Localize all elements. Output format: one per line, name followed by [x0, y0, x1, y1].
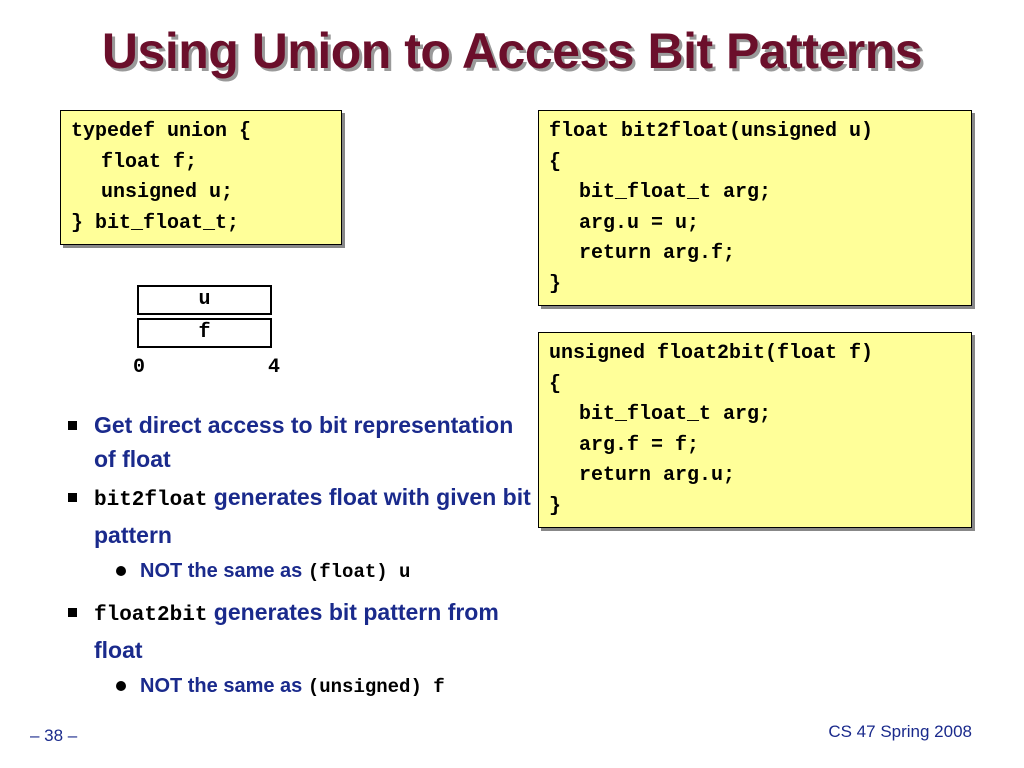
- code-line: arg.f = f;: [579, 433, 700, 457]
- sub-bullet-item: NOT the same as (unsigned) f: [68, 671, 538, 702]
- offset-start-label: 0: [133, 356, 146, 379]
- code-line: unsigned u;: [101, 181, 234, 204]
- code-line: arg.u = u;: [579, 211, 700, 235]
- float2bit-code-box: unsigned float2bit(float f) { bit_float_…: [538, 332, 972, 528]
- offset-end-label: 4: [268, 356, 281, 379]
- round-bullet-icon: [116, 681, 126, 691]
- sub-bullet-code: (unsigned) f: [307, 676, 445, 698]
- sub-bullet-code: (float) u: [307, 561, 411, 583]
- code-line: bit_float_t arg;: [579, 181, 772, 204]
- bullet-item: bit2float generates float with given bit…: [68, 480, 538, 552]
- bullet-code: bit2float: [94, 489, 208, 512]
- union-field-u: u: [137, 285, 272, 315]
- code-line: } bit_float_t;: [71, 211, 240, 235]
- code-line: typedef union {: [71, 120, 252, 143]
- code-line: {: [549, 372, 562, 396]
- code-line: float bit2float(unsigned u): [549, 120, 874, 143]
- bullet-list: Get direct access to bit representation …: [68, 408, 538, 710]
- round-bullet-icon: [116, 566, 126, 576]
- square-bullet-icon: [68, 421, 77, 430]
- code-line: bit_float_t arg;: [579, 403, 772, 426]
- bit2float-code-box: float bit2float(unsigned u) { bit_float_…: [538, 110, 972, 306]
- code-line: unsigned float2bit(float f): [549, 342, 874, 365]
- code-line: float f;: [101, 150, 198, 174]
- code-line: return arg.f;: [579, 242, 736, 265]
- sub-bullet-text: NOT the same as: [140, 675, 308, 697]
- code-line: }: [549, 272, 562, 296]
- union-field-f: f: [137, 318, 272, 348]
- square-bullet-icon: [68, 493, 77, 502]
- typedef-code-box: typedef union { float f; unsigned u; } b…: [60, 110, 342, 245]
- bullet-item: float2bit generates bit pattern from flo…: [68, 595, 538, 667]
- square-bullet-icon: [68, 608, 77, 617]
- bullet-text: generates float with given bit pattern: [94, 484, 531, 548]
- sub-bullet-text: NOT the same as: [140, 560, 308, 582]
- bullet-text: generates bit pattern from float: [94, 599, 499, 663]
- code-line: return arg.u;: [579, 464, 736, 487]
- code-line: }: [549, 494, 562, 518]
- course-label: CS 47 Spring 2008: [828, 722, 972, 741]
- page-number: – 38 –: [30, 726, 78, 745]
- sub-bullet-item: NOT the same as (float) u: [68, 556, 538, 587]
- bullet-code: float2bit: [94, 604, 208, 627]
- bullet-item: Get direct access to bit representation …: [68, 408, 538, 476]
- slide-title: Using Union to Access Bit Patterns: [101, 23, 923, 79]
- code-line: {: [549, 150, 562, 174]
- bullet-text: Get direct access to bit representation …: [94, 412, 514, 472]
